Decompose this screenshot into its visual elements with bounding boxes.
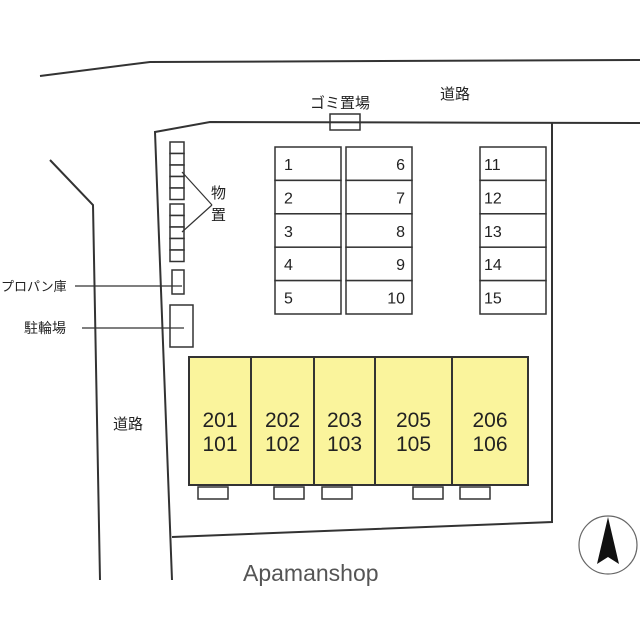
- unit-number-lower: 101: [202, 433, 237, 456]
- parking-number: 9: [396, 257, 405, 274]
- unit-block: [188, 356, 252, 486]
- storage-units: [169, 141, 185, 263]
- parking-space: [345, 246, 413, 282]
- unit-number-upper: 203: [327, 409, 362, 432]
- parking-number: 13: [484, 224, 502, 241]
- property-boundary-right-bottom: [171, 123, 553, 538]
- parking-number: 3: [284, 224, 293, 241]
- parking-number: 12: [484, 190, 502, 207]
- bicycle-label: 駐輪場: [24, 320, 66, 337]
- parking-space: [479, 146, 547, 182]
- storage-box: [169, 164, 185, 178]
- entrance-step: [412, 486, 444, 500]
- storage-label-1: 物: [211, 184, 226, 202]
- road-label-top: 道路: [440, 85, 470, 103]
- parking-space: [479, 179, 547, 215]
- parking-space: [345, 179, 413, 215]
- propane-storage: [171, 269, 185, 295]
- parking-number: 6: [396, 157, 405, 174]
- parking-space: [479, 213, 547, 248]
- parking-number: 5: [284, 291, 293, 308]
- parking-space: [479, 246, 547, 282]
- parking-number: 4: [284, 257, 293, 274]
- parking-number: 14: [484, 257, 502, 274]
- north-arrow-icon: [578, 515, 638, 575]
- unit-block: [374, 356, 453, 486]
- entrance-step: [321, 486, 353, 500]
- entrance-step: [197, 486, 229, 500]
- road-edge-left: [49, 159, 101, 581]
- parking-space: [274, 246, 342, 282]
- parking-number: 11: [484, 157, 501, 174]
- parking-number: 2: [284, 190, 293, 207]
- unit-number-upper: 201: [202, 409, 237, 432]
- storage-box: [169, 249, 185, 263]
- unit-number-upper: 206: [472, 409, 507, 432]
- unit-number-lower: 105: [396, 433, 431, 456]
- property-boundary: [153, 120, 640, 581]
- road-edge-top: [39, 59, 640, 77]
- parking-number: 8: [396, 224, 405, 241]
- garbage-area: [329, 113, 361, 131]
- unit-number-lower: 102: [265, 433, 300, 456]
- storage-box: [169, 187, 185, 201]
- parking-space: [274, 146, 342, 182]
- unit-number-lower: 106: [472, 433, 507, 456]
- unit-number-upper: 205: [396, 409, 431, 432]
- storage-box: [169, 237, 185, 251]
- unit-block: [451, 356, 529, 486]
- brand-watermark: Apamanshop: [243, 560, 379, 586]
- unit-number-lower: 103: [327, 433, 362, 456]
- parking-space: [479, 279, 547, 315]
- propane-label: プロパン庫: [1, 280, 67, 295]
- entrance-step: [459, 486, 491, 500]
- storage-box: [169, 214, 185, 228]
- entrance-step: [273, 486, 305, 500]
- parking-number: 10: [387, 291, 405, 308]
- road-label-left: 道路: [113, 415, 143, 433]
- storage-box: [169, 175, 185, 189]
- parking-space: [274, 279, 342, 315]
- storage-box: [169, 226, 185, 240]
- parking-space: [345, 146, 413, 182]
- storage-box: [169, 203, 185, 217]
- storage-box: [169, 152, 185, 166]
- storage-label-2: 置: [211, 206, 226, 224]
- bicycle-parking: [169, 304, 194, 348]
- parking-number: 1: [284, 157, 293, 174]
- unit-block: [313, 356, 376, 486]
- storage-box: [169, 141, 185, 155]
- parking-number: 15: [484, 291, 502, 308]
- parking-space: [345, 213, 413, 248]
- unit-block: [250, 356, 315, 486]
- garbage-label: ゴミ置場: [310, 94, 370, 112]
- unit-number-upper: 202: [265, 409, 300, 432]
- parking-space: [345, 279, 413, 315]
- parking-number: 7: [396, 190, 405, 207]
